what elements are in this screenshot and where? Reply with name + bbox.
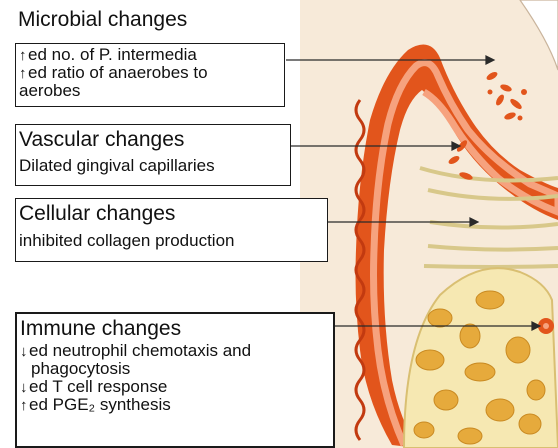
up-arrow-icon: ↑ [19,48,28,63]
microbial-changes-box: ↑ed no. of P. intermedia ↑ed ratio of an… [15,43,285,107]
immune-changes-heading: Immune changes [20,316,330,342]
vascular-changes-heading: Vascular changes [19,127,287,153]
cellular-line-1: inhibited collagen production [19,232,324,250]
immune-changes-box: Immune changes ↓ed neutrophil chemotaxis… [15,312,335,448]
microbial-line-2: ↑ed ratio of anaerobes to [19,64,281,82]
cellular-changes-heading: Cellular changes [19,201,324,227]
down-arrow-icon: ↓ [20,344,29,359]
microbial-line-3: aerobes [19,82,281,100]
immune-line-1: ↓ed neutrophil chemotaxis and [20,342,330,360]
immune-line-4: ↑ed PGE₂ synthesis [20,396,330,414]
cellular-changes-box: Cellular changes inhibited collagen prod… [15,198,328,262]
vascular-changes-box: Vascular changes Dilated gingival capill… [15,124,291,186]
immune-line-2: phagocytosis [20,360,330,378]
immune-line-3: ↓ed T cell response [20,378,330,396]
vascular-line-1: Dilated gingival capillaries [19,157,287,175]
microbial-line-1: ↑ed no. of P. intermedia [19,46,281,64]
microbial-changes-heading: Microbial changes [18,8,187,32]
up-arrow-icon: ↑ [19,66,28,81]
down-arrow-icon: ↓ [20,380,29,395]
up-arrow-icon: ↑ [20,398,29,413]
